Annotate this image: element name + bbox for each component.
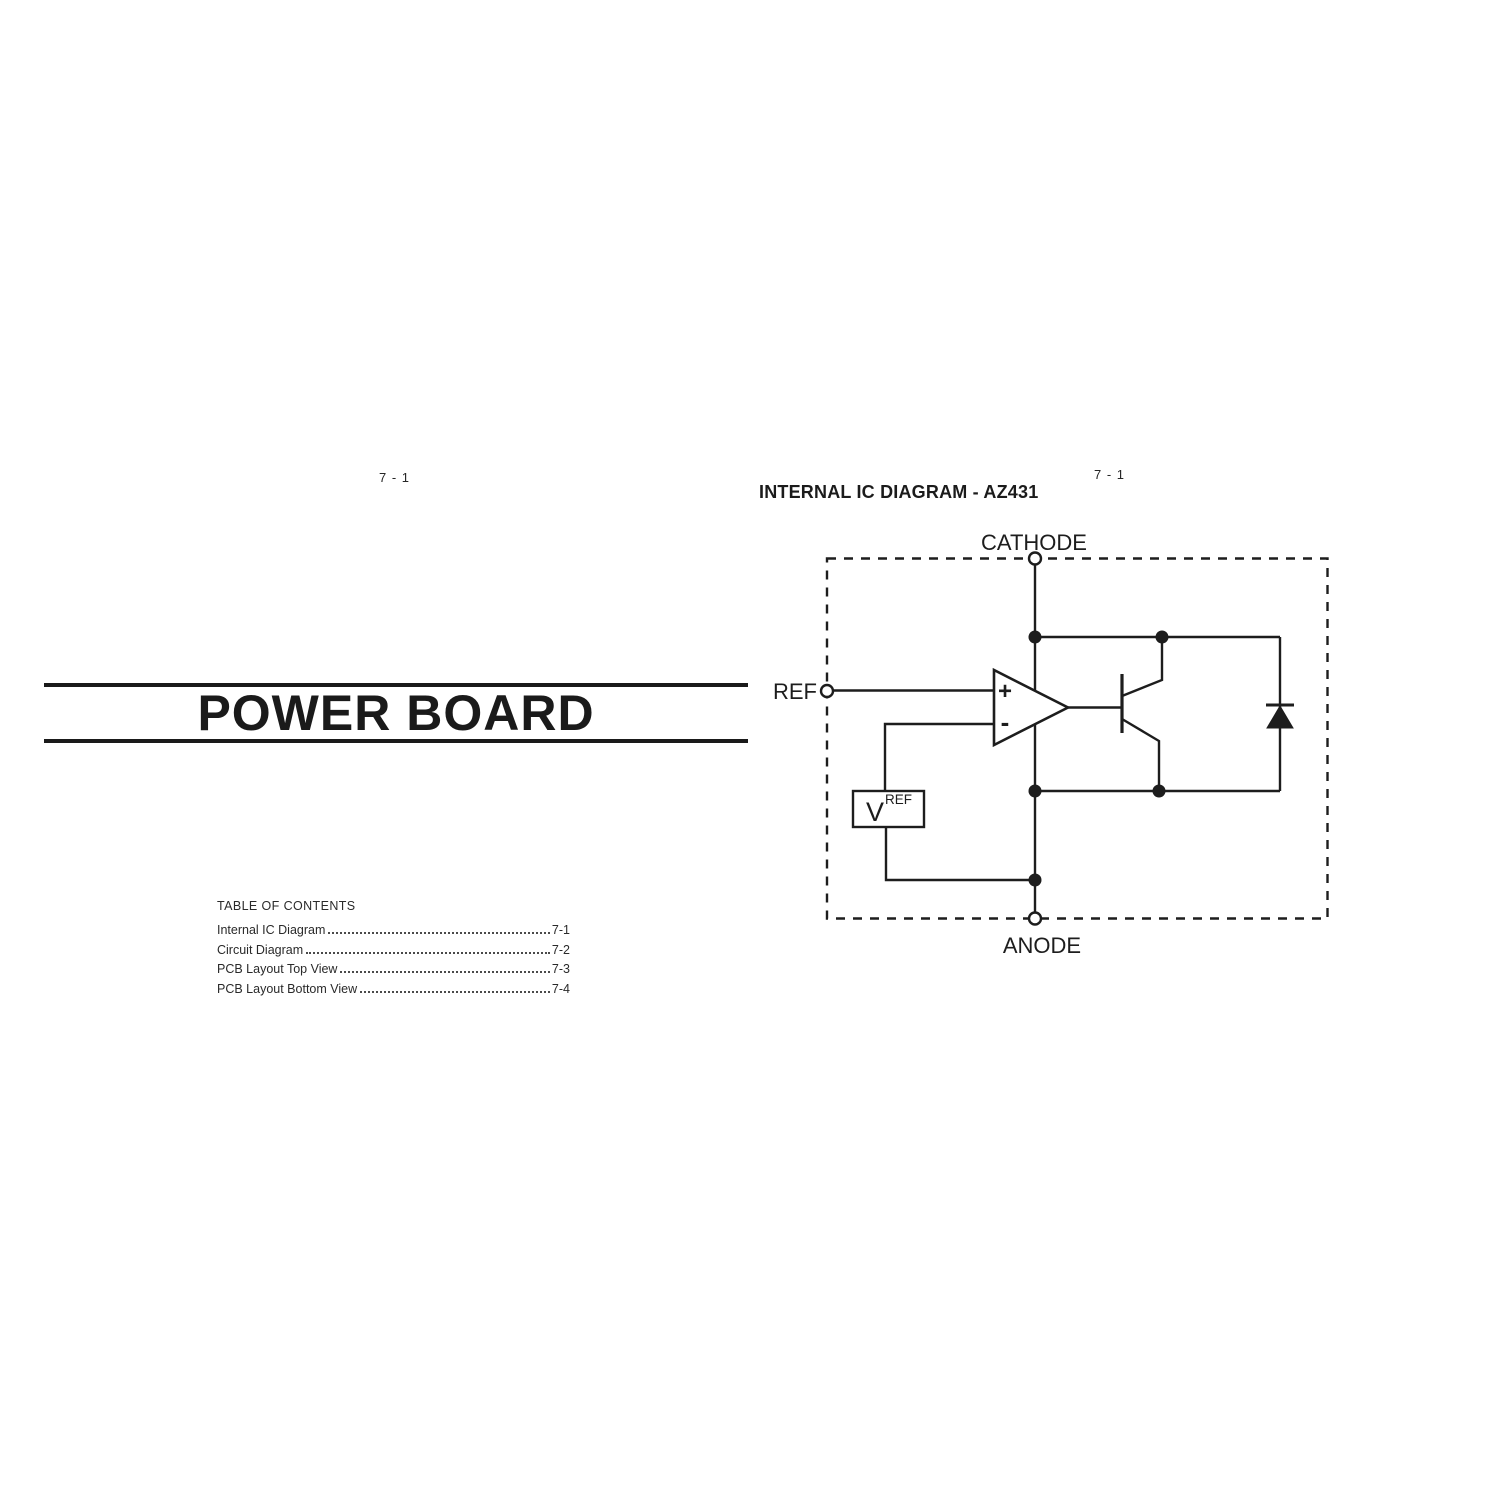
inverting-input-wire: [883, 722, 994, 791]
anode-label: ANODE: [1003, 933, 1081, 958]
ref-label: REF: [773, 679, 817, 704]
chapter-title: POWER BOARD: [197, 685, 595, 741]
toc-heading: TABLE OF CONTENTS: [217, 899, 356, 913]
toc-item-label: PCB Layout Top View: [217, 962, 338, 976]
vref-return-wire: [884, 827, 1035, 882]
toc-leader-dots: [306, 951, 550, 954]
toc-leader-dots: [360, 990, 550, 993]
opamp-minus-label: -: [1001, 707, 1010, 737]
toc-row: PCB Layout Bottom View 7-4: [217, 982, 570, 1002]
cathode-terminal: [1027, 551, 1043, 566]
junction-dot: [1152, 784, 1166, 798]
vref-label-base: V: [866, 797, 884, 827]
vref-box: [851, 789, 926, 829]
toc-row: PCB Layout Top View 7-3: [217, 962, 570, 982]
right-page-number: 7 - 1: [1094, 467, 1126, 482]
table-of-contents: TABLE OF CONTENTS Internal IC Diagram 7-…: [217, 899, 570, 1001]
toc-item-label: Internal IC Diagram: [217, 923, 326, 937]
junction-dot: [1028, 873, 1042, 887]
toc-item-label: Circuit Diagram: [217, 942, 304, 957]
cathode-label: CATHODE: [981, 530, 1087, 555]
toc-row: Internal IC Diagram 7-1: [217, 923, 570, 943]
ref-terminal: [819, 683, 835, 699]
left-page-number: 7 - 1: [379, 470, 411, 485]
transistor-collector-wire: [1121, 637, 1164, 698]
toc-page-number: 7-3: [551, 962, 570, 976]
toc-page-number: 7-1: [551, 923, 570, 937]
toc-page-number: 7-4: [551, 981, 570, 996]
diagram-heading: INTERNAL IC DIAGRAM - AZ431: [759, 482, 1039, 502]
opamp-plus-label: +: [998, 678, 1012, 705]
transistor-emitter-wire: [1121, 717, 1161, 791]
toc-item-label: PCB Layout Bottom View: [217, 981, 358, 996]
anode-terminal: [1027, 911, 1043, 926]
toc-page-number: 7-2: [551, 942, 570, 957]
vref-label-superscript: REF: [885, 792, 912, 807]
toc-row: Circuit Diagram 7-2: [217, 943, 570, 963]
ic-boundary-dashed-box: [825, 557, 1329, 920]
internal-ic-schematic: + - V REF CATHODE REF ANODE: [773, 530, 1329, 958]
junction-dot: [1028, 630, 1042, 644]
toc-leader-dots: [340, 971, 550, 973]
junction-dot: [1155, 630, 1169, 644]
opamp-triangle: [992, 667, 1071, 748]
junction-dot: [1028, 784, 1042, 798]
toc-leader-dots: [328, 932, 550, 934]
diode-icon: [1266, 705, 1294, 729]
chapter-title-banner: POWER BOARD: [44, 683, 748, 743]
